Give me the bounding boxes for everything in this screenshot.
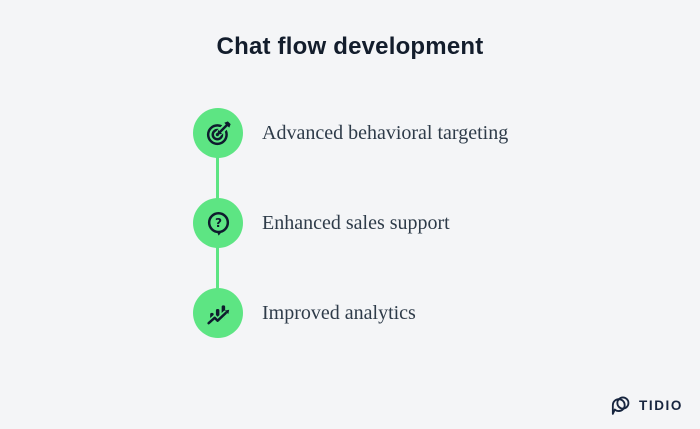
icon-badge: ? xyxy=(193,198,243,248)
timeline-item: ? Enhanced sales support xyxy=(193,198,450,248)
timeline-item-label: Improved analytics xyxy=(262,301,416,324)
tidio-logo-icon xyxy=(611,396,630,415)
page-title: Chat flow development xyxy=(216,33,484,60)
timeline-item-label: Advanced behavioral targeting xyxy=(262,121,509,144)
timeline-item-label: Enhanced sales support xyxy=(262,211,450,234)
question-bubble-icon: ? xyxy=(207,211,229,236)
timeline-item: Advanced behavioral targeting xyxy=(193,108,508,158)
tidio-logo-text: TIDIO xyxy=(639,398,683,413)
svg-text:?: ? xyxy=(214,215,221,229)
target-arrow-icon xyxy=(206,119,232,145)
icon-badge xyxy=(193,108,243,158)
tidio-logo: TIDIO xyxy=(609,394,683,417)
timeline-item: Improved analytics xyxy=(193,288,416,338)
bar-chart-arrow-icon xyxy=(206,304,229,325)
icon-badge xyxy=(193,288,243,338)
